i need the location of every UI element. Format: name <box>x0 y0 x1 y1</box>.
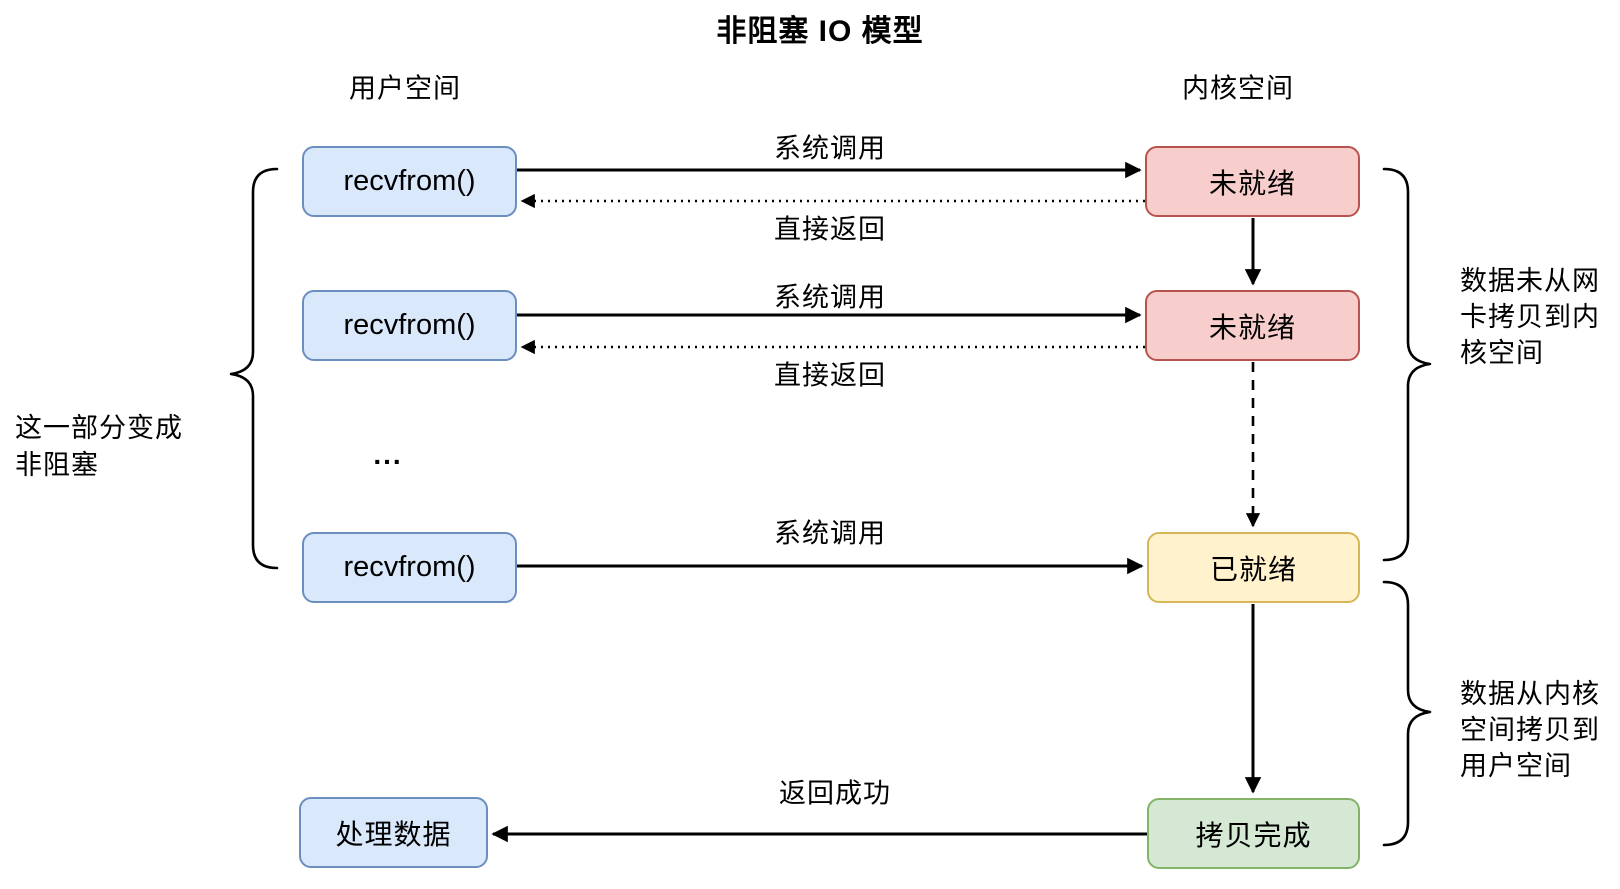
recvfrom-1-node: recvfrom() <box>302 146 517 217</box>
copy-done-node: 拷贝完成 <box>1147 798 1360 869</box>
repeat-ellipsis: ... <box>373 439 403 470</box>
user-space-column-label: 用户空间 <box>349 73 461 104</box>
right-brace-top <box>1382 167 1432 562</box>
direct-return-2-label: 直接返回 <box>774 360 886 391</box>
right-brace-bottom-annotation: 数据从内核 空间拷贝到 用户空间 <box>1460 679 1600 781</box>
recvfrom-3-node: recvfrom() <box>302 532 517 603</box>
return-success-label: 返回成功 <box>779 778 891 809</box>
left-brace-annotation: 这一部分变成 非阻塞 <box>15 413 183 480</box>
not-ready-1-node: 未就绪 <box>1145 146 1360 217</box>
right-brace-top-annotation: 数据未从网 卡拷贝到内 核空间 <box>1460 266 1600 368</box>
process-data-node: 处理数据 <box>299 797 488 868</box>
syscall-3-label: 系统调用 <box>774 518 886 549</box>
diagram-title: 非阻塞 IO 模型 <box>716 15 924 48</box>
syscall-1-label: 系统调用 <box>774 133 886 164</box>
right-brace-bottom <box>1382 580 1432 847</box>
not-ready-2-node: 未就绪 <box>1145 290 1360 361</box>
direct-return-1-label: 直接返回 <box>774 214 886 245</box>
left-brace <box>229 167 279 570</box>
kernel-space-column-label: 内核空间 <box>1182 73 1294 104</box>
ready-node: 已就绪 <box>1147 532 1360 603</box>
recvfrom-2-node: recvfrom() <box>302 290 517 361</box>
syscall-2-label: 系统调用 <box>774 282 886 313</box>
